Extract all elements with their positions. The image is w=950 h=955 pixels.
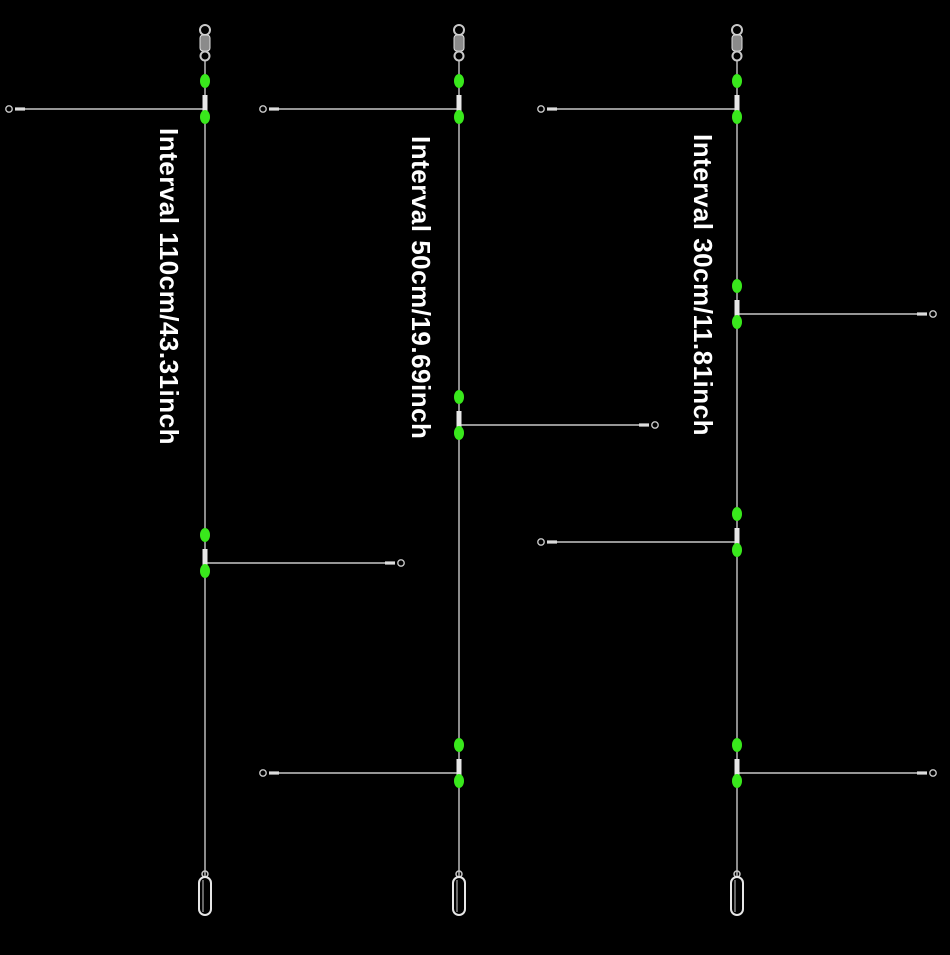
bead-icon [732,774,742,788]
rig-3-interval-label: Interval 30cm/11.81inch [688,134,718,437]
connector-sleeve [456,95,462,123]
bead-icon [200,110,210,124]
hook-loop-icon [651,421,659,429]
crimp-sleeve [269,107,279,111]
bead-icon [732,738,742,752]
crimp-sleeve [15,107,25,111]
crimp-sleeve [639,423,649,427]
bead-icon [200,564,210,578]
snap-icon [730,870,744,916]
bead-icon [200,74,210,88]
hook-loop-icon [259,105,267,113]
hook-loop-icon [537,538,545,546]
hook-loop-icon [929,310,937,318]
bead-icon [454,774,464,788]
bead-icon [200,528,210,542]
crimp-sleeve [547,540,557,544]
bead-icon [732,315,742,329]
hook-loop-icon [397,559,405,567]
swivel-icon [731,24,743,62]
hook-loop-icon [537,105,545,113]
bead-icon [454,74,464,88]
hook-loop-icon [929,769,937,777]
snap-icon [198,870,212,916]
crimp-sleeve [385,561,395,565]
bead-icon [454,426,464,440]
bead-icon [732,279,742,293]
hook-loop-icon [5,105,13,113]
hook-loop-icon [259,769,267,777]
rig-2-interval-label: Interval 50cm/19.69inch [406,136,436,440]
snap-icon [452,870,466,916]
crimp-sleeve [547,107,557,111]
crimp-sleeve [917,771,927,775]
bead-icon [732,110,742,124]
connector-sleeve [734,95,740,123]
bead-icon [732,507,742,521]
bead-icon [454,738,464,752]
swivel-icon [199,24,211,62]
connector-sleeve [734,300,740,328]
connector-sleeve [202,549,208,577]
crimp-sleeve [917,312,927,316]
connector-sleeve [456,411,462,439]
bead-icon [454,390,464,404]
connector-sleeve [456,759,462,787]
connector-sleeve [202,95,208,123]
crimp-sleeve [269,771,279,775]
bead-icon [454,110,464,124]
swivel-icon [453,24,465,62]
rig-1-interval-label: Interval 110cm/43.31inch [154,128,184,445]
bead-icon [732,74,742,88]
bead-icon [732,543,742,557]
connector-sleeve [734,528,740,556]
connector-sleeve [734,759,740,787]
